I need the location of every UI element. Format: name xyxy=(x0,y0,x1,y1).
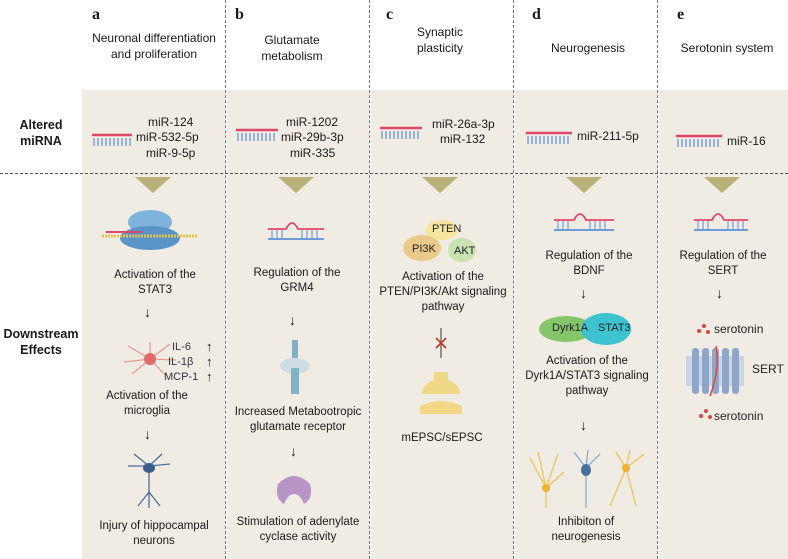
row-divider xyxy=(0,173,788,174)
microglia-icon xyxy=(123,342,177,377)
protein-label: PTEN xyxy=(432,223,462,235)
down-arrow-icon: ↓ xyxy=(580,285,587,301)
protein-label: AKT xyxy=(454,245,476,257)
ribosome-icon xyxy=(102,210,198,250)
heading-c: Synaptic plasticity xyxy=(416,25,464,55)
hippocampal-neuron-icon xyxy=(128,453,171,508)
effect-text: Activation of the Dyrk1A/STAT3 signaling… xyxy=(525,355,649,397)
effect-text: Increased Metabootropic glutamate recept… xyxy=(234,406,362,433)
inhibition-icon xyxy=(435,328,447,358)
mirna-duplex-icon xyxy=(676,134,722,147)
divider xyxy=(225,0,226,559)
mirna-name: miR-1202 xyxy=(286,115,339,129)
heading-e: Serotonin system xyxy=(680,41,774,55)
mirna-duplex-icon xyxy=(236,128,278,141)
effect-text: Inhibiton of neurogenesis xyxy=(551,516,621,543)
protein-complex-icon xyxy=(403,220,476,262)
down-arrow-icon: ↓ xyxy=(289,312,296,328)
up-arrow-icon: ↑ xyxy=(206,339,213,354)
down-triangle-icon xyxy=(135,177,171,193)
mirna-name: miR-26a-3p xyxy=(432,117,495,131)
up-arrow-icon: ↑ xyxy=(206,354,213,369)
effect-text: Regulation of the SERT xyxy=(679,250,767,277)
heading-b: Glutamate metabolism xyxy=(261,33,323,63)
mirna-name: miR-9-5p xyxy=(146,146,196,160)
down-arrow-icon: ↓ xyxy=(144,304,151,320)
divider xyxy=(513,0,514,559)
mirna-duplex-icon xyxy=(380,126,422,139)
mirna-duplex-icon xyxy=(526,131,572,144)
mirna-name: miR-16 xyxy=(727,134,766,148)
mirna-duplex-icon xyxy=(92,133,132,146)
panel-a xyxy=(82,90,225,559)
serotonin-label: serotonin xyxy=(714,322,764,336)
down-triangle-icon xyxy=(704,177,740,193)
mirna-hairpin-icon xyxy=(694,213,748,231)
down-triangle-icon xyxy=(566,177,602,193)
downstream-effects-label: Downstream Effects xyxy=(3,327,79,357)
mirna-name: miR-29b-3p xyxy=(281,130,344,144)
panel-letter-d: d xyxy=(532,6,541,23)
protein-label: Dyrk1A xyxy=(552,322,589,334)
neurons-icon xyxy=(529,449,645,508)
protein-label: STAT3 xyxy=(598,322,631,334)
down-triangle-icon xyxy=(422,177,458,193)
down-triangle-icon xyxy=(278,177,314,193)
down-arrow-icon: ↓ xyxy=(144,426,151,442)
mirna-name: miR-132 xyxy=(440,132,486,146)
protein-label: PI3K xyxy=(412,243,436,255)
divider xyxy=(369,0,370,559)
sert-label: SERT xyxy=(752,362,784,376)
heading-d: Neurogenesis xyxy=(550,41,626,55)
sert-transporter-icon xyxy=(686,345,744,397)
effect-text: Activation of the microglia xyxy=(106,390,188,417)
effect-text: Injury of hippocampal neurons xyxy=(99,520,209,547)
effect-text: Activation of the PTEN/PI3K/Akt signalin… xyxy=(379,271,507,313)
mirna-name: miR-335 xyxy=(290,146,336,160)
up-arrow-icon: ↑ xyxy=(206,369,213,384)
panel-c xyxy=(371,90,513,559)
panel-letter-c: c xyxy=(386,6,394,23)
cytokine-label: IL-6 xyxy=(172,341,191,353)
glutamate-receptor-icon xyxy=(280,340,310,394)
mirna-name: miR-532-5p xyxy=(136,130,199,144)
down-arrow-icon: ↓ xyxy=(290,443,297,459)
mirna-name: miR-124 xyxy=(148,115,194,129)
panel-letter-a: a xyxy=(92,6,100,23)
mirna-name: miR-211-5p xyxy=(577,129,639,143)
panel-letter-e: e xyxy=(677,6,685,23)
effect-text: Regulation of the GRM4 xyxy=(253,267,341,294)
mirna-hairpin-icon xyxy=(554,213,614,231)
panel-letter-b: b xyxy=(235,6,244,23)
mirna-hairpin-icon xyxy=(268,222,324,240)
effect-text: Regulation of the BDNF xyxy=(545,250,633,277)
serotonin-label: serotonin xyxy=(714,409,764,423)
protein-complex-icon xyxy=(539,313,631,345)
effect-text: Activation of the STAT3 xyxy=(114,269,196,296)
effect-text: mEPSC/sEPSC xyxy=(401,432,483,444)
down-arrow-icon: ↓ xyxy=(716,285,723,301)
serotonin-dots-icon xyxy=(697,324,710,334)
synapse-icon xyxy=(420,372,462,414)
divider xyxy=(657,0,658,559)
effect-text: Stimulation of adenylate cyclase activit… xyxy=(236,516,360,543)
cytokine-label: MCP-1 xyxy=(164,371,199,383)
heading-a: Neuronal differentiation and proliferati… xyxy=(92,31,216,61)
cytokine-label: IL-1β xyxy=(168,356,194,368)
adenylate-cyclase-icon xyxy=(276,476,312,504)
altered-mirna-label: Altered miRNA xyxy=(19,118,63,148)
serotonin-dots-icon xyxy=(699,409,712,419)
panel-e xyxy=(659,90,788,559)
down-arrow-icon: ↓ xyxy=(580,417,587,433)
